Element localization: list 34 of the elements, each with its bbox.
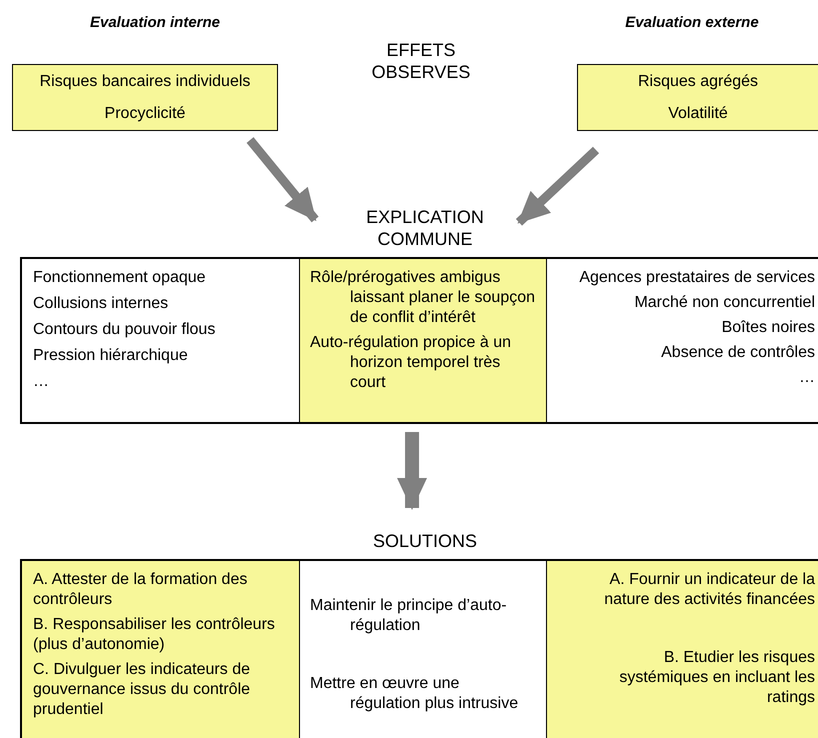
cell-text: A. Attester de la formation des contrôleurs [33, 570, 248, 610]
section-heading: SOLUTIONS [372, 530, 478, 552]
section-heading: EFFETS OBSERVES [370, 39, 472, 83]
cell-text: Marché non concurrentiel [634, 293, 815, 313]
cell-text: Absence de contrôles [661, 343, 815, 363]
box-text: Risques bancaires individuels [40, 72, 250, 92]
cell-text: Mettre en œuvre une régulation plus intrusive [310, 674, 520, 714]
table-cell [299, 259, 547, 422]
cell-text: Collusions internes [33, 294, 168, 314]
section-heading: EXPLICATION COMMUNE [365, 206, 485, 250]
cell-text: … [33, 372, 49, 392]
cell-text: C. Divulguer les indicateurs de gouvernance issus du contrôle prudentiel [33, 660, 252, 720]
cell-text: Fonctionnement opaque [33, 268, 206, 288]
effect-box [577, 64, 818, 131]
box-text: Risques agrégés [638, 72, 758, 92]
cell-text: Maintenir le principe d’auto-régulation [310, 596, 508, 636]
table-cell [299, 561, 547, 738]
cell-text: A. Fournir un indicateur de la nature des activités financées [603, 570, 815, 610]
cell-text: B. Responsabiliser les contrôleurs (plus d’autonomie) [33, 615, 276, 655]
cell-text: Auto-régulation propice à un horizon temporel très court [310, 333, 512, 393]
cell-text: Agences prestataires de services [579, 268, 815, 288]
column-heading: Evaluation externe [624, 13, 760, 33]
cell-text: B. Etudier les risques systémiques en incluant les ratings [618, 648, 815, 708]
box-text: Procyclicité [104, 104, 186, 124]
cell-text: Rôle/prérogatives ambigus laissant planer le soupçon de conflit d’intérêt [310, 268, 536, 328]
cell-text: … [799, 368, 815, 388]
box-text: Volatilité [668, 104, 728, 124]
cell-text: Pression hiérarchique [33, 346, 188, 366]
cell-text: Boîtes noires [722, 318, 815, 338]
effect-box [12, 64, 278, 131]
table-cell [22, 561, 299, 738]
table-cell [547, 561, 818, 738]
column-heading: Evaluation interne [88, 13, 222, 33]
cell-text: Contours du pouvoir flous [33, 320, 216, 340]
